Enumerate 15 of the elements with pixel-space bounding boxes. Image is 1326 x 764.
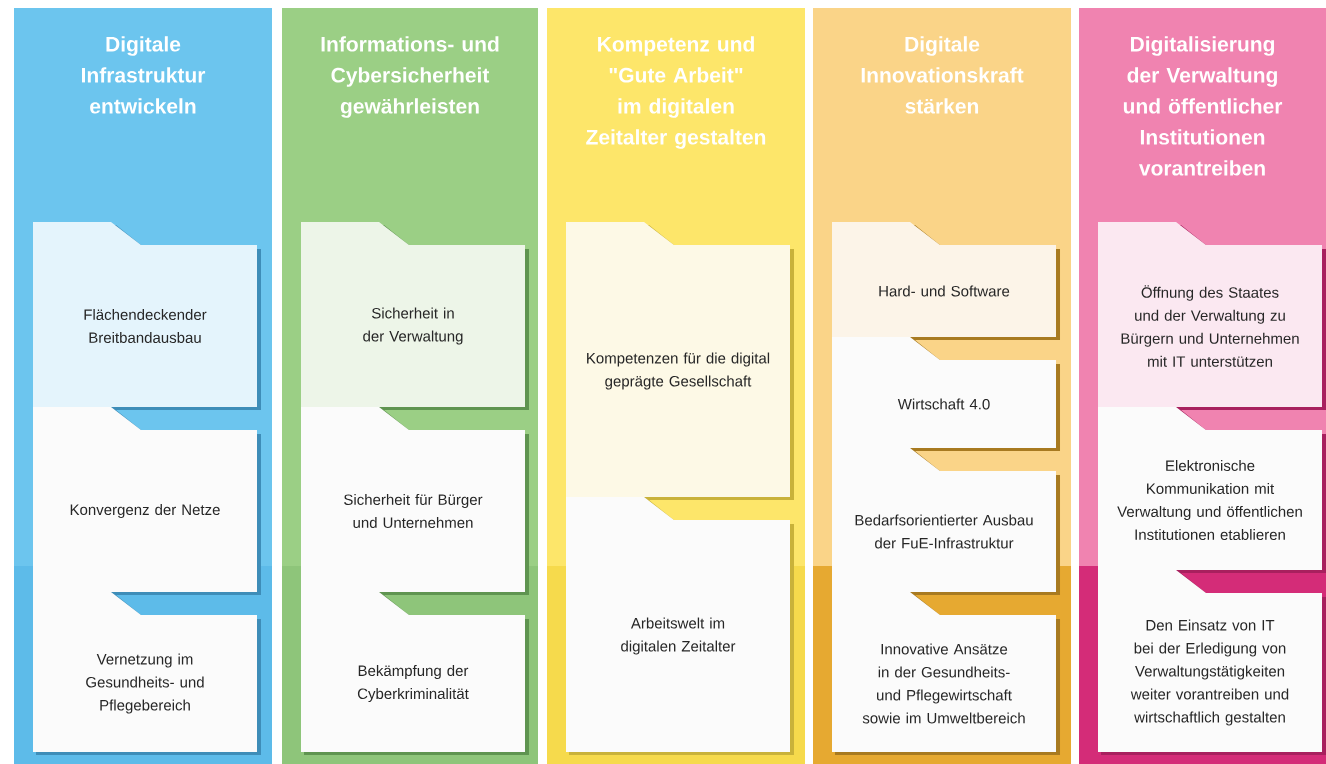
folder-card: Sicherheit für Bürger und Unternehmen	[301, 407, 529, 595]
folder-card: Den Einsatz von IT bei der Erledigung von Verwaltungstätigkeiten weiter vorantreiben und wirtschaftlich gestalten	[1098, 570, 1326, 755]
folder-card: Elektronische Kommunikation mit Verwaltung und öffentlichen Institutionen etablieren	[1098, 407, 1326, 573]
folder-card: Innovative Ansätze in der Gesundheits- und Pflegewirtschaft sowie im Umweltbereich	[832, 592, 1060, 755]
folder-card: Arbeitswelt im digitalen Zeitalter	[566, 497, 794, 755]
folder-card: Bedarfsorientierter Ausbau der FuE-Infrastruktur	[832, 448, 1060, 595]
folder-card: Kompetenzen für die digital geprägte Gesellschaft	[566, 222, 794, 500]
folder-card: Hard- und Software	[832, 222, 1060, 340]
folder-card: Wirtschaft 4.0	[832, 337, 1060, 451]
folder-card: Flächendeckender Breitbandausbau	[33, 222, 261, 410]
folder-card: Vernetzung im Gesundheits- und Pflegebereich	[33, 592, 261, 755]
folder-card: Bekämpfung der Cyberkriminalität	[301, 592, 529, 755]
folder-card: Öffnung des Staates und der Verwaltung zu Bürgern und Unternehmen mit IT unterstützen	[1098, 222, 1326, 410]
folder-card: Sicherheit in der Verwaltung	[301, 222, 529, 410]
folder-card: Konvergenz der Netze	[33, 407, 261, 595]
